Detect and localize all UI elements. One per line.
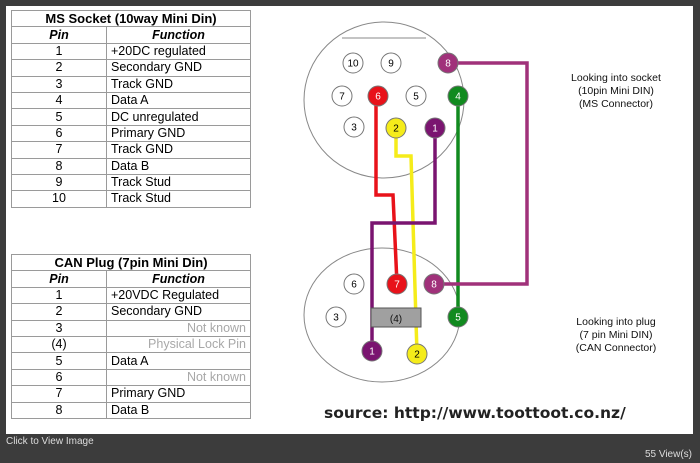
image-frame[interactable]: MS Socket (10way Mini Din) Pin Function … (6, 6, 693, 434)
socket-pin-9 (380, 52, 402, 74)
plug-pin-label: 2 (414, 350, 420, 361)
socket-caption-line: (10pin Mini DIN) (578, 85, 654, 97)
connector-diagram: (4) 10 9 8 7 6 5 4 3 2 1 6 7 8 3 5 1 2 (303, 21, 529, 383)
socket-caption-line: (MS Connector) (578, 98, 654, 110)
plug-caption-line: (7 pin Mini DIN) (579, 329, 653, 341)
socket-pin-label: 7 (339, 92, 345, 103)
source-credit: source: http://www.toottoot.co.nz/ (324, 404, 626, 422)
pin-column-header: Pin (11, 26, 107, 44)
plug-pin-8 (423, 273, 445, 295)
socket-caption-line: Looking into socket (571, 72, 661, 84)
red-wire (374, 97, 399, 285)
socket-pin-label: 5 (413, 92, 419, 103)
plug-caption-line: (CAN Connector) (575, 342, 657, 354)
can-plug-row: 1+20VDC Regulated (11, 286, 251, 305)
socket-pin-6 (367, 85, 389, 107)
view-count: 55 View(s) (644, 449, 692, 460)
pin-function-cell: Data A (106, 91, 251, 110)
plug-pin-label: 1 (369, 347, 375, 358)
socket-pin-label: 4 (455, 92, 461, 103)
view-image-link[interactable]: Click to View Image (6, 436, 94, 447)
plug-pin-label: 6 (351, 280, 357, 291)
socket-pin-label: 2 (393, 124, 399, 135)
socket-pin-label: 9 (388, 59, 394, 70)
ms-socket-table: MS Socket (10way Mini Din) Pin Function … (11, 9, 251, 208)
pin-function-cell: Data B (106, 157, 251, 175)
yellow-wire (394, 128, 419, 355)
plug-pin-1 (361, 340, 383, 362)
plug-pin-7 (386, 273, 408, 295)
pin-function-cell: Track Stud (106, 190, 251, 208)
pin-function-cell: +20DC regulated (106, 42, 251, 61)
socket-pin-10 (342, 52, 364, 74)
pin-number-cell: 10 (11, 190, 107, 208)
pin-function-cell: Data A (106, 352, 251, 370)
pin-function-cell: DC unregulated (106, 108, 251, 126)
socket-caption: Looking into socket (10pin Mini DIN) (MS… (556, 72, 676, 111)
pin-function-cell: +20VDC Regulated (106, 286, 251, 305)
pin-function-cell: Track GND (106, 75, 251, 93)
ms-socket-title: MS Socket (10way Mini Din) (11, 9, 251, 28)
socket-pin-label: 8 (445, 59, 451, 70)
lock-pin-label: (4) (390, 314, 402, 325)
socket-pin-4 (447, 85, 469, 107)
socket-pin-8 (437, 52, 459, 74)
plug-pin-label: 7 (394, 280, 400, 291)
socket-pin-7 (331, 85, 353, 107)
plug-pin-label: 5 (455, 313, 461, 324)
socket-pin-label: 3 (351, 123, 357, 134)
plug-pin-3 (325, 306, 347, 328)
plug-pin-label: 8 (431, 280, 437, 291)
purple-wire (370, 128, 437, 351)
lock-pin-block (370, 307, 422, 328)
pin-function-cell: Track GND (106, 141, 251, 159)
socket-pin-label: 6 (375, 92, 381, 103)
plug-caption-line: Looking into plug (576, 316, 656, 328)
socket-pin-2 (385, 117, 407, 139)
plug-pin-2 (406, 343, 428, 365)
socket-pin-label: 10 (347, 59, 359, 70)
plug-pin-label: 3 (333, 313, 339, 324)
can-plug-table: CAN Plug (7pin Mini Din) Pin Function 1+… (11, 253, 251, 419)
pin-function-cell: Primary GND (106, 385, 251, 403)
plug-caption: Looking into plug (7 pin Mini DIN) (CAN … (556, 316, 676, 355)
socket-pin-3 (343, 116, 365, 138)
socket-pin-5 (405, 85, 427, 107)
can-plug-title: CAN Plug (7pin Mini Din) (11, 253, 251, 272)
plug-pin-6 (343, 273, 365, 295)
magenta-wire (434, 61, 529, 286)
plug-pin-5 (447, 306, 469, 328)
pin-function-cell: Data B (106, 401, 251, 419)
socket-pin-1 (424, 117, 446, 139)
pin-function-cell: Secondary GND (106, 59, 251, 77)
socket-pin-label: 1 (432, 124, 438, 135)
